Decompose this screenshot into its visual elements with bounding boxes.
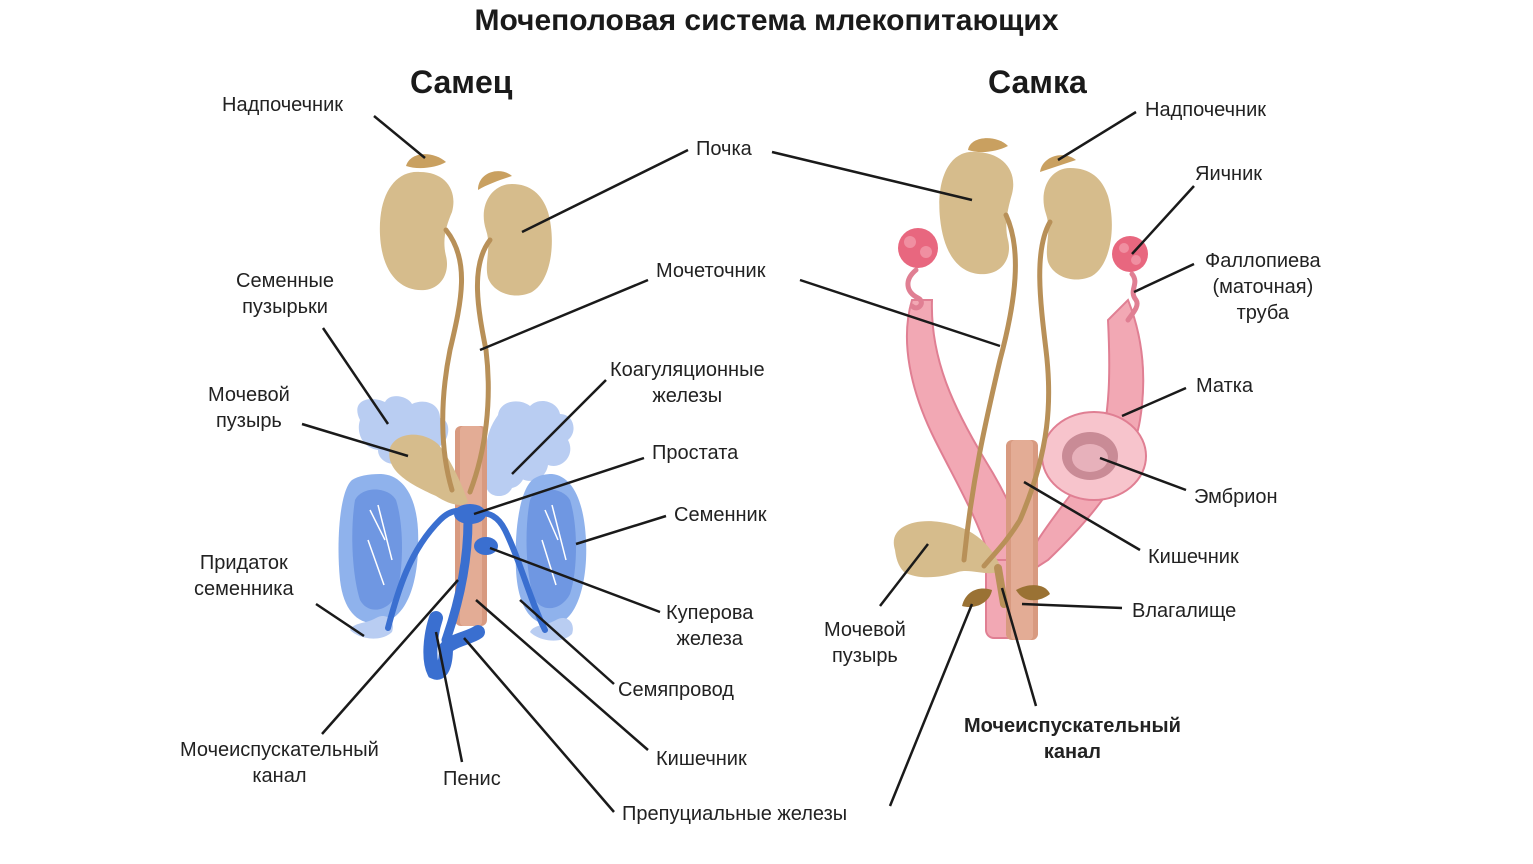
leader-female-fallopian — [1133, 262, 1195, 294]
label-ureter: Мочеточник — [656, 260, 766, 282]
leader-male-kidney — [521, 148, 689, 234]
male-prostate — [454, 504, 486, 524]
label-female-vagina: Влагалище — [1132, 600, 1237, 622]
label-female-uterus: Матка — [1196, 375, 1254, 397]
female-bladder — [893, 521, 1002, 578]
leader-male-cowper — [489, 546, 661, 614]
male-adrenal-left — [406, 154, 446, 169]
leader-male-penis — [434, 631, 464, 763]
male-coagulating-gland — [475, 448, 526, 497]
leader-male-ureter — [479, 278, 649, 352]
leader-female-ureter — [799, 278, 1001, 348]
leader-male-intestine — [475, 599, 649, 751]
leader-male-urethra — [321, 579, 459, 735]
label-kidney: Почка — [696, 138, 752, 160]
leader-male-seminal-vesicles — [321, 327, 390, 425]
leader-male-prostate — [473, 456, 645, 516]
leader-male-preputial — [463, 637, 615, 813]
diagram-title: Мочеполовая система млекопитающих — [474, 4, 1059, 37]
leader-female-adrenal — [1057, 110, 1137, 162]
label-female-ovary: Яичник — [1195, 163, 1263, 185]
female-preputial-gland-right — [1016, 585, 1050, 601]
leader-male-epididymis — [315, 602, 365, 638]
leader-female-ovary — [1131, 185, 1195, 255]
leader-female-vagina — [1021, 602, 1123, 610]
leader-male-bladder — [301, 422, 409, 458]
female-fallopian-tube-right — [1125, 271, 1140, 323]
label-male-epididymis: Придаток семенника — [194, 552, 294, 600]
leader-female-urethra — [1000, 587, 1038, 707]
male-bladder — [389, 434, 468, 505]
female-fallopian-tube-left — [905, 267, 924, 311]
label-male-prostate: Простата — [652, 442, 739, 464]
label-male-seminal-vesicles: Семенные пузырьки — [236, 270, 335, 318]
label-male-coagulating-glands: Коагуляционные железы — [610, 359, 765, 407]
label-preputial-glands: Препуциальные железы — [622, 803, 848, 825]
male-vas-deferens-right — [477, 510, 548, 633]
leader-female-preputial — [888, 603, 974, 807]
male-ureter-left — [440, 227, 464, 493]
label-female-intestine: Кишечник — [1148, 546, 1239, 568]
label-female-fallopian-tube: Фаллопиева (маточная) труба — [1205, 250, 1321, 324]
label-male-testis: Семенник — [674, 504, 767, 526]
male-kidney-right — [483, 184, 552, 296]
leader-female-kidney — [771, 150, 973, 202]
male-heading: Самец — [410, 64, 513, 100]
leader-female-embryo — [1099, 456, 1187, 492]
male-cowper-gland — [474, 537, 498, 555]
male-anatomy — [338, 154, 587, 680]
label-female-urethra: Мочеиспускательный канал — [964, 715, 1181, 763]
female-kidney-left — [939, 151, 1014, 275]
male-urethra — [441, 515, 473, 645]
label-female-bladder: Мочевой пузырь — [824, 619, 906, 667]
label-female-adrenal: Надпочечник — [1145, 99, 1267, 121]
female-urethra — [994, 564, 1008, 608]
leader-male-coagulating — [511, 379, 607, 475]
female-heading: Самка — [988, 64, 1087, 100]
female-kidney-right — [1043, 168, 1112, 280]
leader-lines — [301, 110, 1195, 813]
female-adrenal-right — [1040, 155, 1076, 172]
female-ureter-right — [981, 219, 1053, 569]
female-anatomy — [893, 138, 1148, 640]
leader-male-testis — [575, 514, 667, 546]
female-preputial-gland-left — [962, 588, 992, 608]
female-ovary-left — [898, 228, 938, 268]
leader-female-uterus — [1121, 386, 1187, 418]
label-male-vas-deferens: Семяпровод — [618, 679, 734, 701]
male-adrenal-right — [478, 171, 512, 190]
label-male-intestine: Кишечник — [656, 748, 747, 770]
label-male-urethra: Мочеиспускательный канал — [180, 739, 379, 787]
leader-male-adrenal — [373, 115, 426, 159]
label-male-penis: Пенис — [443, 768, 501, 790]
leader-female-bladder — [879, 543, 929, 607]
female-adrenal-left — [968, 138, 1008, 153]
label-female-embryo: Эмбрион — [1194, 486, 1278, 508]
female-ureter-left — [961, 212, 1018, 563]
label-male-cowper: Куперова железа — [666, 602, 754, 650]
leader-male-vas-deferens — [519, 599, 615, 685]
male-kidney-left — [379, 171, 454, 291]
label-male-adrenal: Надпочечник — [222, 94, 344, 116]
label-male-bladder: Мочевой пузырь — [208, 384, 290, 432]
leader-female-intestine — [1023, 480, 1141, 552]
male-ureter-right — [467, 237, 493, 495]
